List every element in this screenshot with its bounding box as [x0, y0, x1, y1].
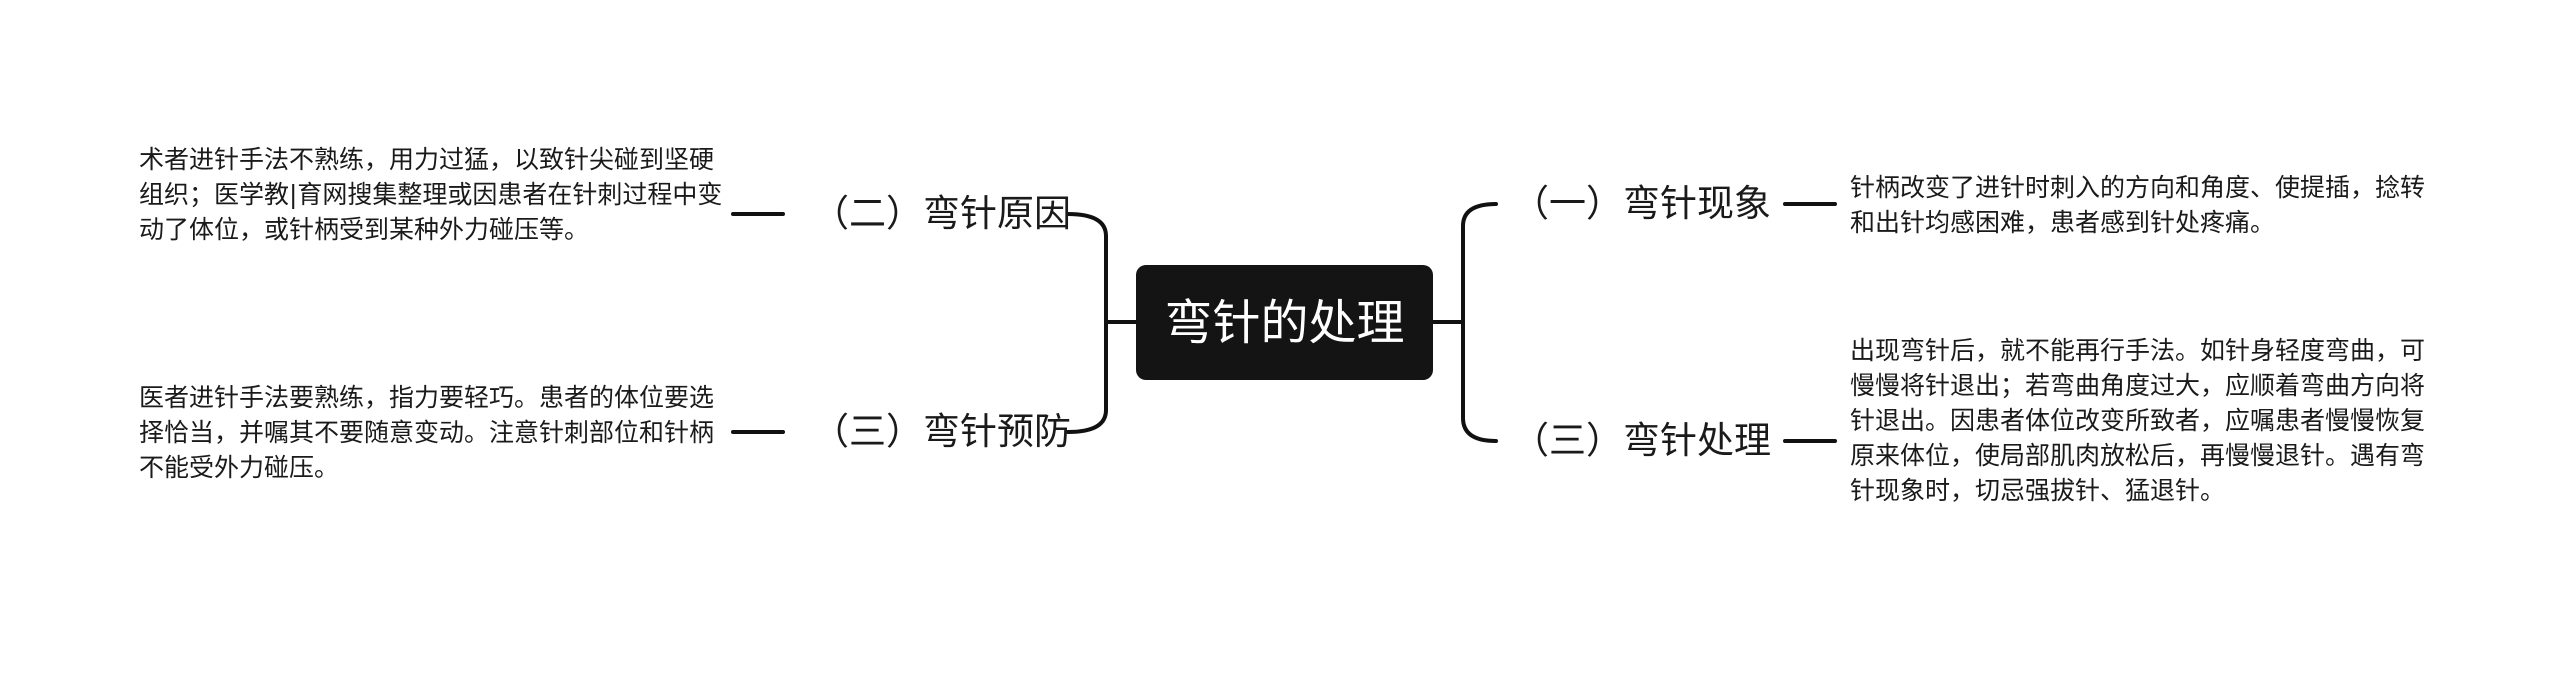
root-title: 弯针的处理	[1164, 294, 1405, 351]
branch-phenomenon[interactable]: （一）弯针现象	[1512, 182, 1771, 225]
root-node[interactable]: 弯针的处理	[1136, 265, 1433, 380]
leaf-phenomenon-text: 针柄改变了进针时刺入的方向和角度、使提插，捻转和出针均感困难，患者感到针处疼痛。	[1850, 173, 2426, 237]
leaf-prevention-text: 医者进针手法要熟练，指力要轻巧。患者的体位要选择恰当，并嘱其不要随意变动。注意针…	[139, 383, 715, 482]
branch-treatment[interactable]: （三）弯针处理	[1512, 419, 1771, 462]
connector-bracket-left	[1066, 212, 1108, 434]
connector-bracket-right	[1461, 202, 1498, 443]
branch-causes[interactable]: （二）弯针原因	[812, 192, 1071, 235]
leaf-causes-text: 术者进针手法不熟练，用力过猛，以致针尖碰到坚硬组织；医学教|育网搜集整理或因患者…	[139, 145, 723, 244]
branch-prevention[interactable]: （三）弯针预防	[812, 410, 1071, 453]
leaf-treatment-text: 出现弯针后，就不能再行手法。如针身轻度弯曲，可慢慢将针退出；若弯曲角度过大，应顺…	[1850, 336, 2426, 505]
